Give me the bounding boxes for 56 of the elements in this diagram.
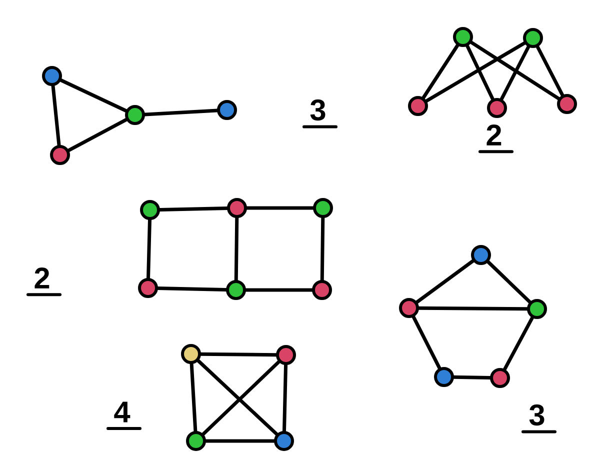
vertex (217, 100, 237, 120)
edge-line (245, 206, 315, 210)
edge-line (143, 108, 219, 116)
edge-line (320, 216, 325, 282)
underlined-number: 2 (478, 124, 514, 154)
vertex (312, 280, 332, 300)
edge-line (466, 44, 494, 101)
vertex (523, 28, 543, 48)
vertex (226, 280, 246, 300)
vertex (527, 299, 547, 319)
vertex (399, 298, 419, 318)
edge-line (244, 288, 314, 292)
edge-line (486, 260, 532, 304)
edge-line (502, 316, 534, 371)
vertex (181, 344, 201, 364)
vertex (487, 98, 507, 118)
edge-line (67, 118, 128, 152)
vertex (471, 245, 491, 265)
vertex (186, 431, 206, 451)
vertex (313, 198, 333, 218)
edge-line (536, 45, 564, 97)
vertex (140, 200, 160, 220)
edge-line (59, 78, 128, 112)
underlined-number: 2 (26, 268, 62, 296)
edge-line (415, 259, 475, 304)
edge-line (282, 363, 288, 433)
vertex (125, 105, 145, 125)
vertex (557, 94, 577, 114)
edge-line (412, 315, 442, 370)
edge-line (190, 362, 198, 433)
vertex (408, 96, 428, 116)
edge-line (146, 218, 152, 280)
underlined-number: 4 (106, 402, 142, 430)
vertex (42, 66, 62, 86)
edge-line (156, 286, 228, 292)
vertex (227, 198, 247, 218)
edge-line (158, 206, 229, 212)
edge-line (204, 439, 276, 443)
edge-line (500, 45, 530, 101)
underlined-number: 3 (522, 404, 556, 434)
edge-line (417, 306, 529, 311)
edge-line (452, 375, 492, 380)
vertex (453, 27, 473, 47)
vertex (138, 278, 158, 298)
edge-line (199, 352, 278, 357)
vertex (490, 368, 510, 388)
underlined-number: 3 (302, 99, 338, 128)
edge-line (422, 44, 460, 100)
edge-line (51, 84, 61, 147)
edge-line (234, 216, 239, 282)
edge-line (424, 41, 526, 103)
vertex (50, 145, 70, 165)
vertex (434, 367, 454, 387)
vertex (274, 431, 294, 451)
vertex (276, 345, 296, 365)
edge-line (470, 40, 560, 100)
